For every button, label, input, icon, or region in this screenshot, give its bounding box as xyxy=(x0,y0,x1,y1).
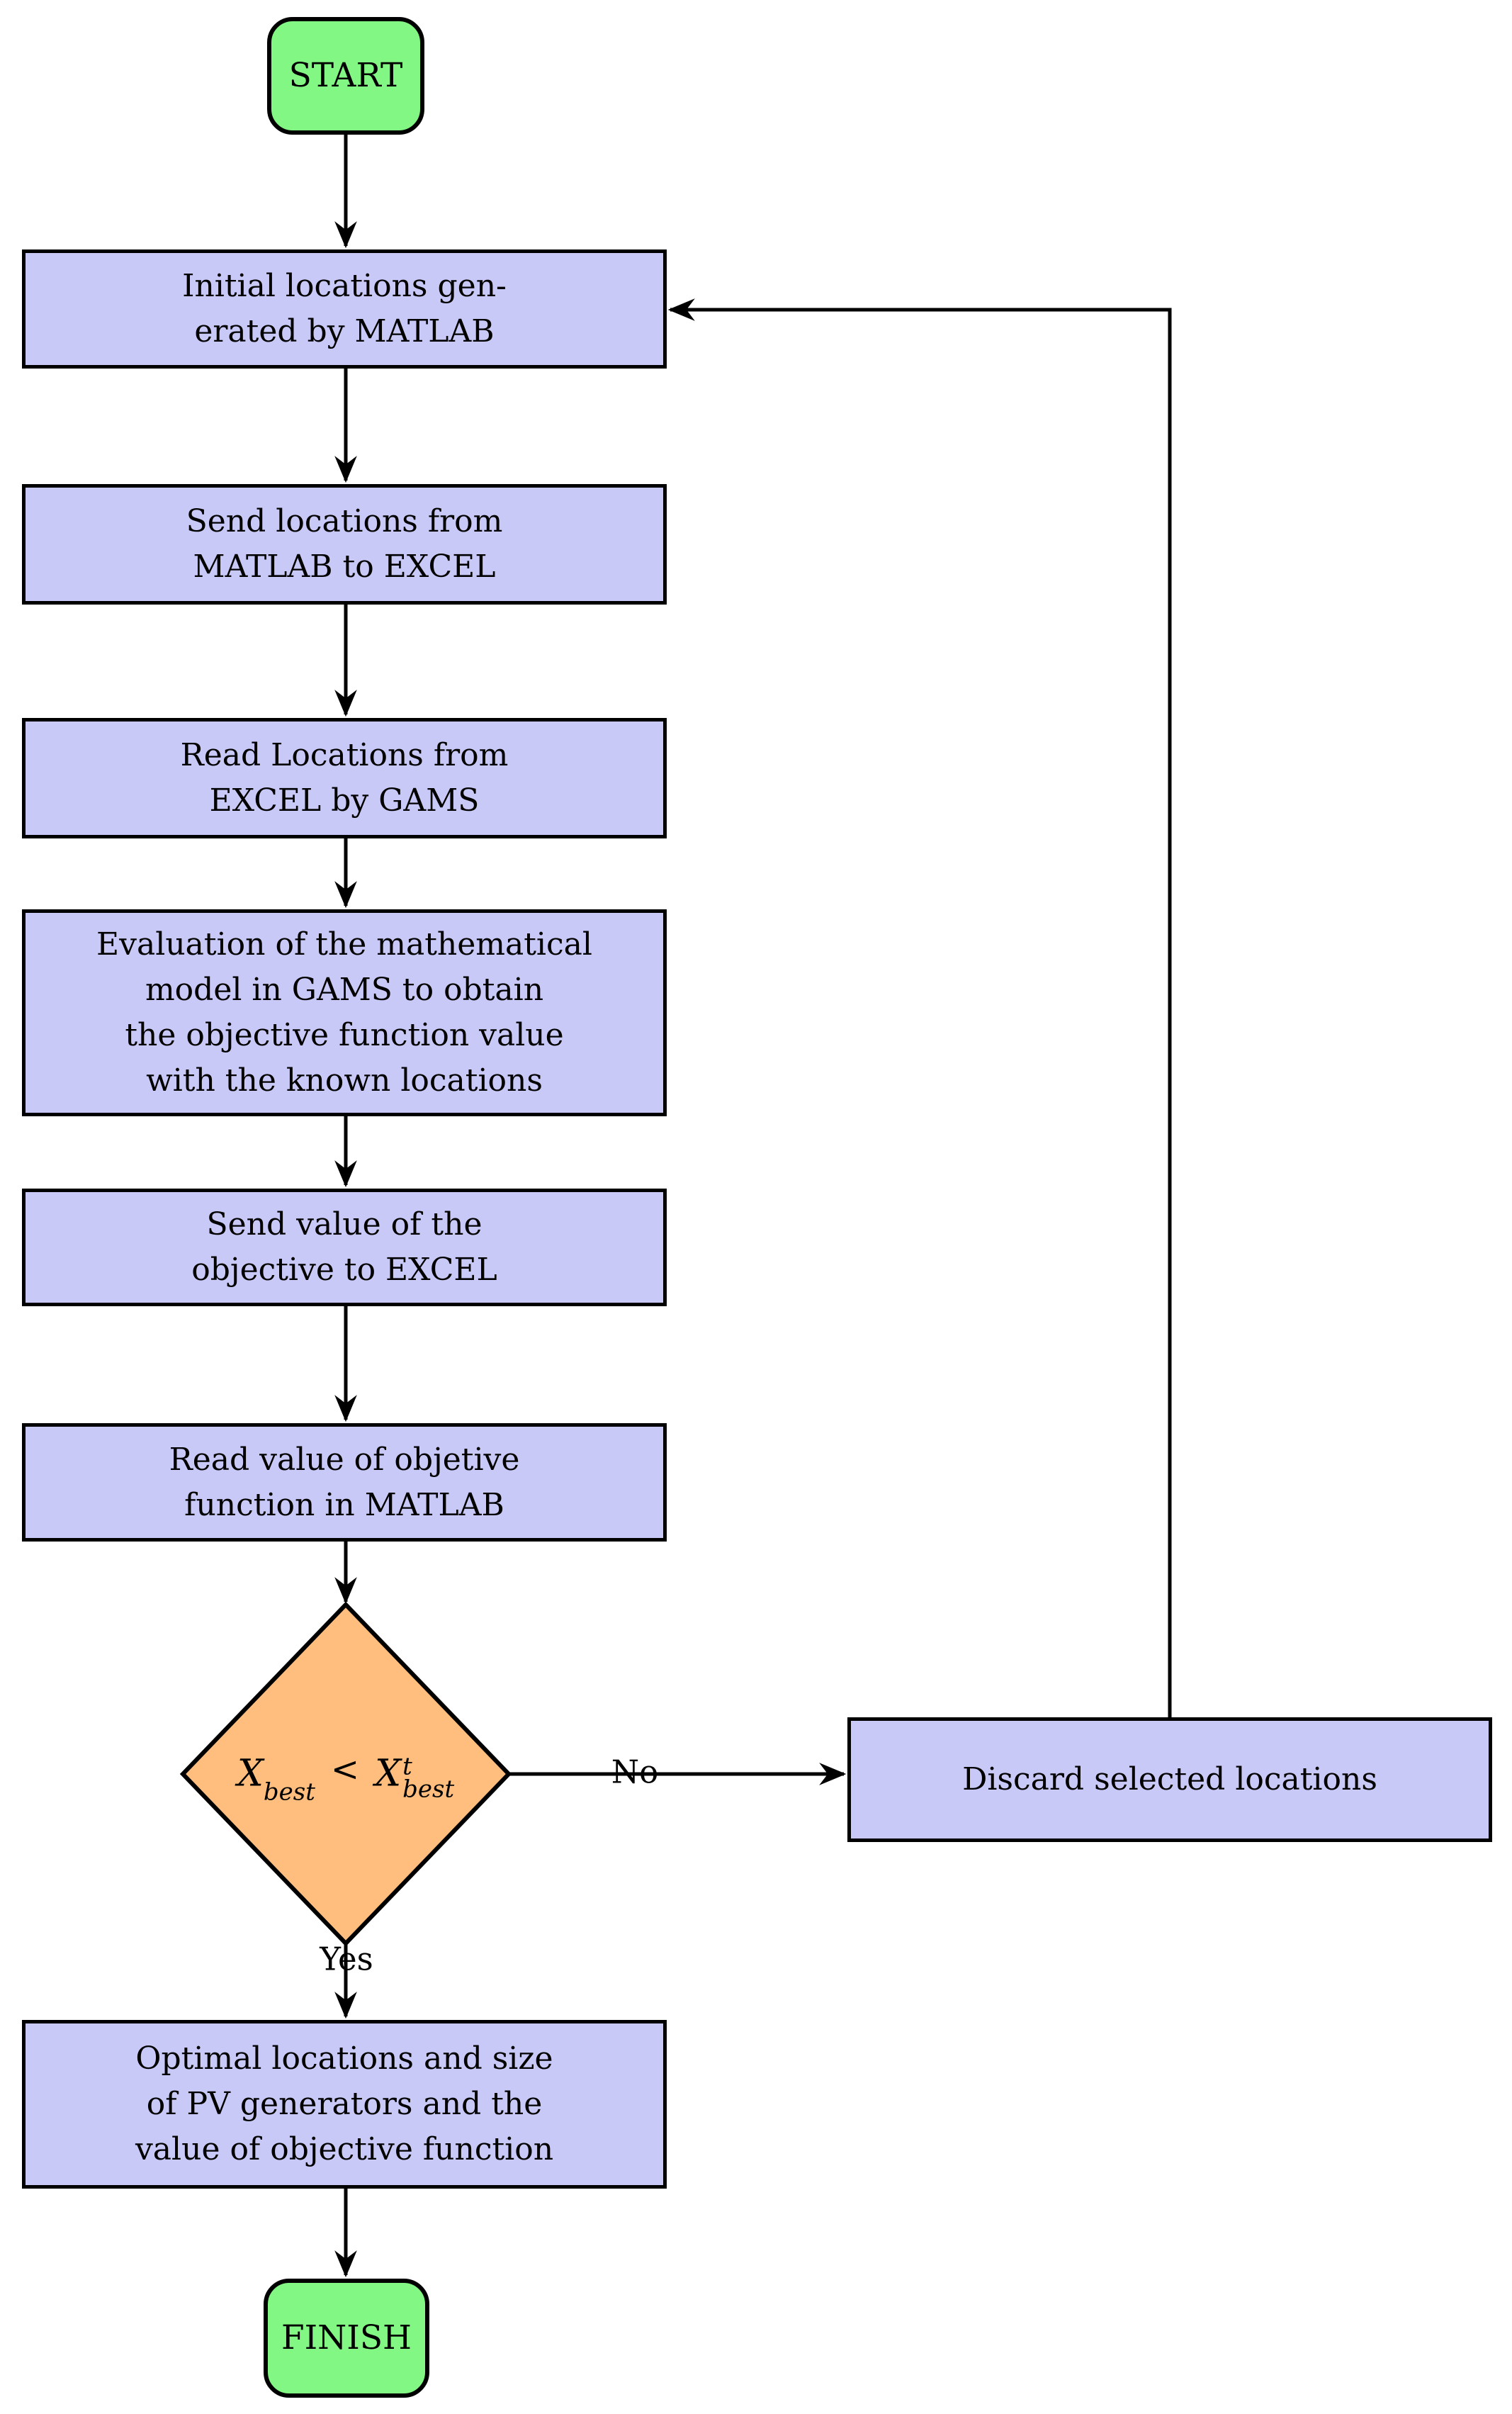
process-discard-locations: Discard selected locations xyxy=(847,1717,1492,1842)
decision-rhs-base: X xyxy=(375,1753,402,1795)
process-initial-locations-label: Initial locations gen- erated by MATLAB xyxy=(182,268,507,349)
process-send-locations: Send locations from MATLAB to EXCEL xyxy=(22,484,667,605)
decision-rhs-subscript: best xyxy=(402,1775,455,1804)
process-evaluation-label: Evaluation of the mathematical model in … xyxy=(96,926,592,1099)
process-read-locations-label: Read Locations from EXCEL by GAMS xyxy=(180,737,509,819)
process-send-value-label: Send value of the objective to EXCEL xyxy=(191,1206,497,1288)
edge-discard-feedback-to-initial xyxy=(667,298,1172,1717)
process-evaluation: Evaluation of the mathematical model in … xyxy=(22,909,667,1116)
process-send-locations-label: Send locations from MATLAB to EXCEL xyxy=(186,503,503,585)
start-terminal: START xyxy=(267,17,424,135)
process-read-value-label: Read value of objetive function in MATLA… xyxy=(169,1441,520,1523)
process-optimal-result-label: Optimal locations and size of PV generat… xyxy=(135,2040,554,2167)
process-discard-locations-label: Discard selected locations xyxy=(962,1761,1377,1798)
process-send-value: Send value of the objective to EXCEL xyxy=(22,1189,667,1306)
decision-lhs-subscript: best xyxy=(263,1778,315,1807)
finish-label: FINISH xyxy=(281,2318,412,2357)
process-read-locations: Read Locations from EXCEL by GAMS xyxy=(22,718,667,838)
decision-lhs-base: X xyxy=(237,1753,264,1795)
process-optimal-result: Optimal locations and size of PV generat… xyxy=(22,2020,667,2189)
decision-diamond xyxy=(179,1601,512,1947)
start-label: START xyxy=(288,55,403,95)
finish-terminal: FINISH xyxy=(264,2279,429,2398)
decision-rhs-superscript: t xyxy=(402,1752,412,1781)
process-initial-locations: Initial locations gen- erated by MATLAB xyxy=(22,249,667,369)
decision-rhs-scripts: t best xyxy=(402,1752,455,1804)
decision-operator: < xyxy=(330,1750,360,1790)
process-read-value: Read value of objetive function in MATLA… xyxy=(22,1423,667,1542)
